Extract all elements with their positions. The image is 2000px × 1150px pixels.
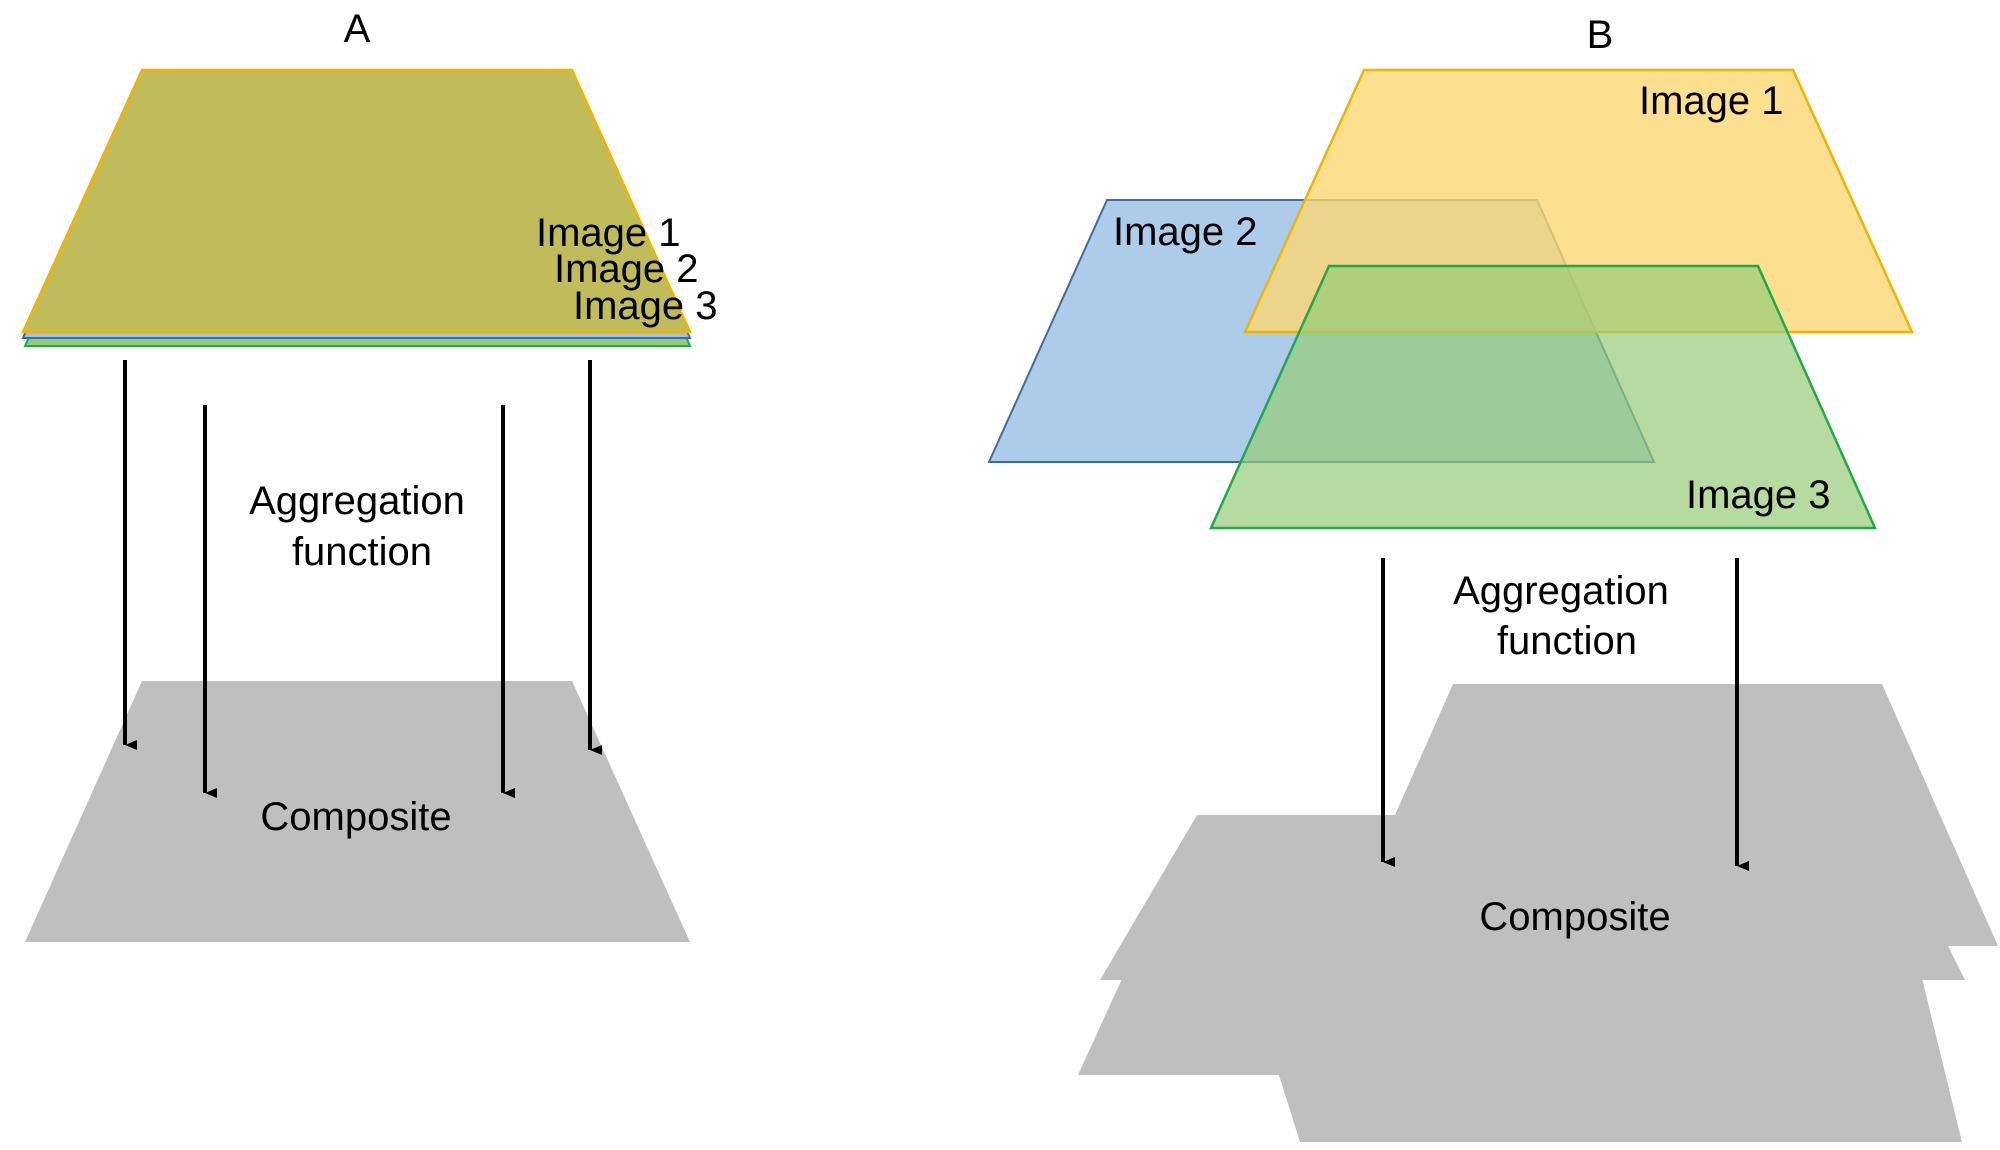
panel-a: A Image 1 Image 2 Image 3 Aggregation fu… (21, 7, 718, 942)
panel-b-image1-label: Image 1 (1639, 79, 1784, 123)
panel-b-label: B (1587, 13, 1614, 57)
panel-a-aggregation-line2: function (292, 530, 432, 574)
panel-b-aggregation-line1: Aggregation (1453, 569, 1669, 613)
panel-b: B Image 1 Image 2 Image 3 Aggregation fu… (987, 13, 1998, 1142)
panel-a-aggregation-line1: Aggregation (249, 479, 465, 523)
panel-a-composite-label: Composite (260, 795, 451, 839)
panel-b-image3-shape (1209, 264, 1877, 530)
panel-b-image2-label: Image 2 (1113, 210, 1258, 254)
panel-b-aggregation-line2: function (1497, 619, 1637, 663)
panel-a-image3-label: Image 3 (573, 284, 718, 328)
panel-b-composite-label: Composite (1479, 895, 1670, 939)
panel-b-composite-shape-left (1078, 815, 1400, 1075)
panel-a-image2-label: Image 2 (554, 247, 699, 291)
panel-a-composite-shape (25, 681, 690, 942)
panel-a-label: A (344, 7, 371, 51)
panel-b-image3-label: Image 3 (1686, 473, 1831, 517)
panel-a-image1-shape (21, 68, 692, 334)
panel-a-image1-label: Image 1 (536, 211, 681, 255)
